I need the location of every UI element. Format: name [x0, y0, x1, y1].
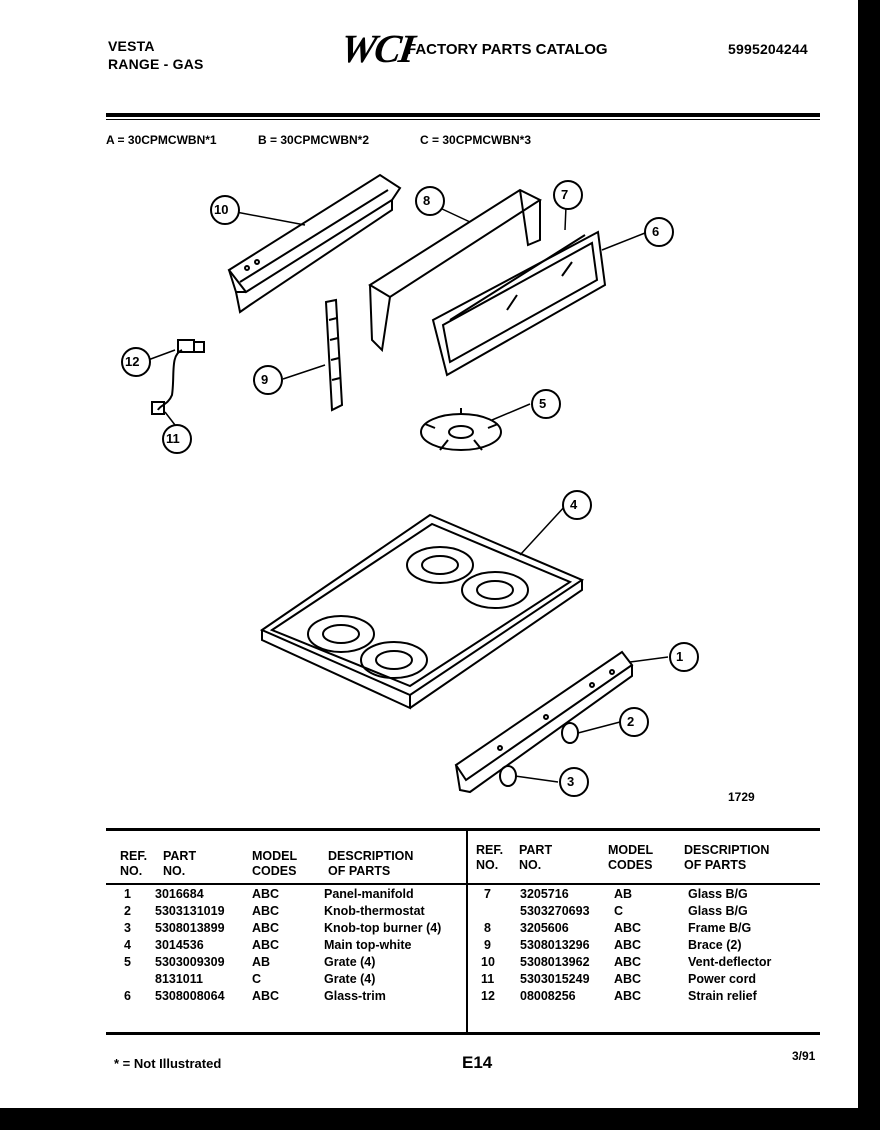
figure-number: 1729 — [728, 790, 755, 804]
parts-catalog-page: VESTA RANGE - GAS WCI FACTORY PARTS CATA… — [0, 0, 858, 1108]
wci-logo: WCI — [337, 26, 417, 71]
catalog-number: 5995204244 — [728, 41, 808, 57]
header-part-no-left: PART NO. — [163, 849, 197, 878]
part-power-cord — [151, 339, 205, 415]
table-top-rule — [106, 828, 820, 831]
table-divider — [466, 830, 468, 1033]
part-vent-deflector — [227, 173, 402, 314]
exploded-parts-diagram — [121, 173, 699, 797]
callout-1: 1 — [676, 649, 684, 664]
callout-circles — [121, 180, 699, 797]
part-panel-manifold — [454, 650, 634, 794]
table-bottom-rule — [106, 1032, 820, 1035]
model-b: B = 30CPMCWBN*2 — [258, 133, 370, 147]
callout-2: 2 — [627, 714, 635, 729]
header-ref-no-left: REF. NO. — [120, 849, 148, 878]
part-brace — [324, 298, 344, 412]
callout-6: 6 — [652, 224, 660, 239]
part-main-top — [259, 513, 585, 710]
catalog-title: FACTORY PARTS CATALOG — [407, 41, 608, 58]
callout-12: 12 — [125, 354, 140, 369]
callout-9: 9 — [261, 372, 269, 387]
callout-7: 7 — [561, 187, 569, 202]
callout-8: 8 — [423, 193, 431, 208]
model-c: C = 30CPMCWBN*3 — [420, 133, 532, 147]
callout-5: 5 — [539, 396, 547, 411]
header-model-codes-right: MODEL CODES — [608, 843, 654, 872]
revision-date: 3/91 — [792, 1049, 816, 1063]
callout-11: 11 — [166, 431, 180, 446]
not-illustrated-note: * = Not Illustrated — [114, 1056, 222, 1071]
header-part-no-right: PART NO. — [519, 843, 553, 872]
callout-3: 3 — [567, 774, 575, 789]
header-description-left: DESCRIPTION OF PARTS — [328, 849, 414, 878]
table-header-rule — [106, 883, 820, 885]
callout-10: 10 — [214, 202, 229, 217]
page-code: E14 — [462, 1053, 493, 1072]
header-rule — [106, 113, 820, 117]
callout-4: 4 — [570, 497, 578, 512]
part-glass-trim — [431, 230, 607, 377]
leader-lines — [147, 205, 669, 783]
header-ref-no-right: REF. NO. — [476, 843, 504, 872]
part-grate — [420, 408, 502, 451]
brand-name: VESTA — [108, 38, 155, 54]
product-type: RANGE - GAS — [108, 56, 204, 72]
header-description-right: DESCRIPTION OF PARTS — [684, 843, 770, 872]
model-a: A = 30CPMCWBN*1 — [106, 133, 217, 147]
header-model-codes-left: MODEL CODES — [252, 849, 298, 878]
header-rule-thin — [106, 119, 820, 120]
